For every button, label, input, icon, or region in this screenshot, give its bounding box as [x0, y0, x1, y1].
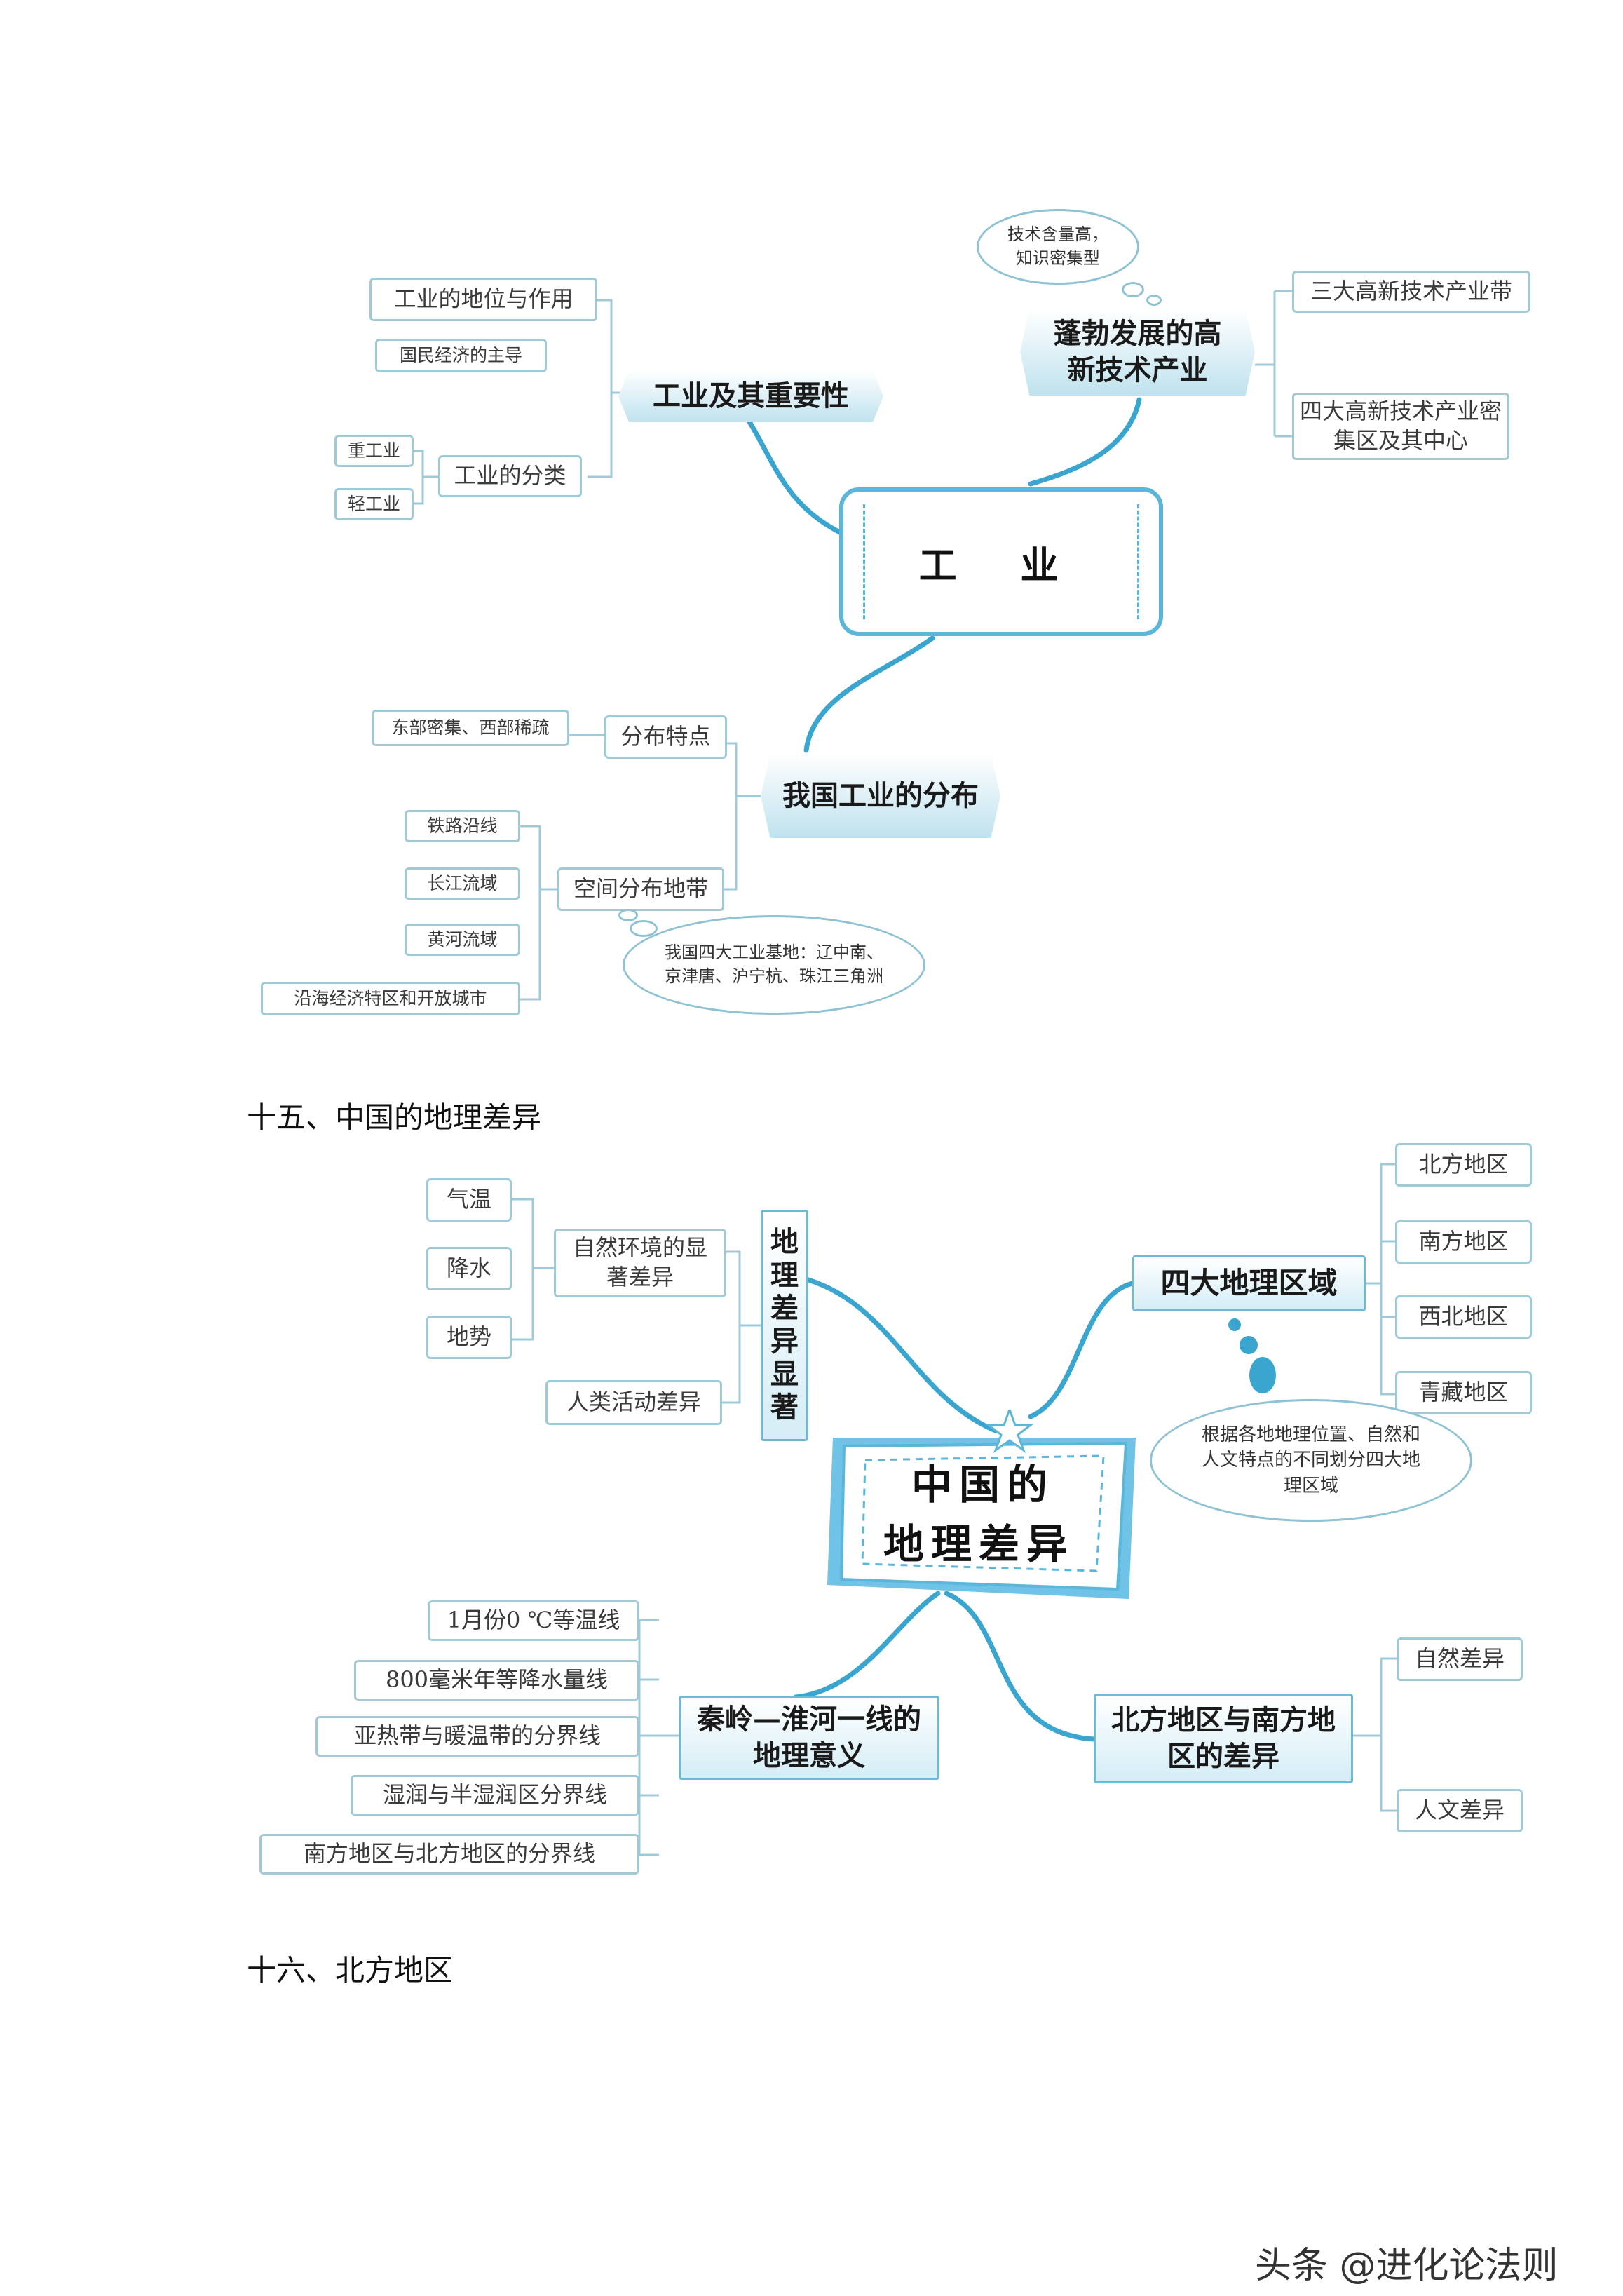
north-south-item-box: 人文差异: [1397, 1789, 1523, 1832]
qinling-item-label: 亚热带与暖温带的分界线: [353, 1722, 601, 1750]
natural-item-box: 降水: [426, 1247, 512, 1290]
hightech-regions-box: 四大高新技术产业密集区及其中心: [1292, 393, 1509, 460]
zone-item: 铁路沿线: [405, 810, 520, 842]
drop-dot-3: [1249, 1357, 1276, 1393]
spatial-zones-label: 空间分布地带: [573, 875, 708, 903]
regions-note-label: 根据各地地理位置、自然和人文特点的不同划分四大地理区域: [1201, 1424, 1420, 1497]
distribution-features-box: 分布特点: [604, 715, 727, 759]
qinling-item-box: 湿润与半湿润区分界线: [351, 1775, 639, 1816]
north-south-item-box: 自然差异: [1397, 1637, 1523, 1681]
heavy-industry-box: 重工业: [334, 435, 414, 467]
region-item-box: 北方地区: [1395, 1143, 1532, 1187]
natural-item-label: 降水: [446, 1255, 491, 1282]
industry-importance-label: 工业及其重要性: [653, 380, 849, 412]
drop-dot-2: [1240, 1336, 1258, 1354]
geo-significant-node: 地理差异显著: [761, 1210, 808, 1441]
section-heading-north-region: 十六、北方地区: [247, 1953, 454, 1987]
regions-note-bubble: 根据各地地理位置、自然和人文特点的不同划分四大地理区域: [1150, 1399, 1472, 1522]
center-line2-label: 地理差异: [883, 1520, 1075, 1568]
north-south-label: 北方地区与南方地区的差异: [1111, 1704, 1336, 1773]
center-line1-label: 中国的: [911, 1461, 1055, 1508]
qinling-item-box: 800毫米年等降水量线: [354, 1660, 639, 1701]
north-south-item-label: 人文差异: [1414, 1797, 1505, 1824]
qinling-label: 秦岭—淮河一线的地理意义: [697, 1703, 921, 1772]
zone-item-label: 铁路沿线: [427, 815, 498, 836]
industry-importance-node: 工业及其重要性: [618, 370, 883, 422]
hightech-label: 蓬勃发展的高新技术产业: [1053, 318, 1222, 386]
zone-item-label: 长江流域: [427, 872, 498, 893]
industry-distribution-node: 我国工业的分布: [761, 754, 1000, 838]
distribution-features-note-label: 东部密集、西部稀疏: [391, 717, 550, 738]
section-heading-geo-differences: 十五、中国的地理差异: [247, 1100, 542, 1135]
zone-item: 长江流域: [405, 867, 520, 900]
human-activity-label: 人类活动差异: [566, 1389, 701, 1416]
light-industry-box: 轻工业: [334, 488, 414, 520]
natural-env-label: 自然环境的显著差异: [572, 1234, 707, 1290]
north-south-item-label: 自然差异: [1414, 1645, 1505, 1673]
natural-item-label: 地势: [446, 1323, 491, 1351]
natural-item-label: 气温: [446, 1186, 491, 1213]
human-activity-box: 人类活动差异: [545, 1380, 722, 1425]
distribution-features-label: 分布特点: [620, 723, 711, 750]
four-regions-node: 四大地理区域: [1132, 1255, 1366, 1311]
zone-item: 沿海经济特区和开放城市: [261, 982, 520, 1015]
qinling-node: 秦岭—淮河一线的地理意义: [679, 1696, 939, 1780]
qinling-item-box: 1月份0 ℃等温线: [428, 1600, 639, 1641]
qinling-item-box: 南方地区与北方地区的分界线: [259, 1834, 639, 1875]
geo-differences-center-node: [827, 1410, 1136, 1599]
hightech-note-bubble: 技术含量高，知识密集型: [977, 209, 1139, 285]
industrial-bases-label: 我国四大工业基地：辽中南、京津唐、沪宁杭、珠江三角洲: [665, 943, 883, 986]
region-item-box: 西北地区: [1395, 1295, 1532, 1339]
natural-item-box: 气温: [426, 1178, 512, 1222]
light-industry-label: 轻工业: [347, 493, 400, 514]
industry-center-label: 工 业: [918, 542, 1084, 588]
industry-classification-label: 工业的分类: [454, 462, 566, 489]
industry-center-node: 工 业: [839, 487, 1163, 636]
thought-dot-1: [1122, 282, 1144, 297]
geo-significant-label: 地理差异显著: [770, 1226, 799, 1424]
status-role-note-label: 国民经济的主导: [399, 344, 522, 365]
hightech-regions-label: 四大高新技术产业密集区及其中心: [1299, 398, 1502, 454]
region-item-box: 南方地区: [1395, 1220, 1532, 1264]
region-item-label: 北方地区: [1418, 1151, 1509, 1178]
drop-dot-1: [1228, 1318, 1241, 1331]
spatial-zones-box: 空间分布地带: [557, 867, 724, 911]
watermark: 头条 @进化论法则: [1255, 2245, 1559, 2287]
zone-item-label: 沿海经济特区和开放城市: [294, 987, 487, 1008]
region-item-box: 青藏地区: [1395, 1371, 1532, 1414]
status-role-label: 工业的地位与作用: [393, 285, 573, 313]
qinling-item-label: 南方地区与北方地区的分界线: [303, 1840, 595, 1868]
qinling-item-label: 湿润与半湿润区分界线: [382, 1781, 607, 1809]
natural-item-box: 地势: [426, 1316, 512, 1359]
region-item-label: 南方地区: [1418, 1228, 1509, 1255]
hightech-belts-label: 三大高新技术产业带: [1310, 278, 1512, 305]
zone-item: 黄河流域: [405, 924, 520, 956]
thought-dot-2: [1146, 295, 1162, 306]
natural-env-box: 自然环境的显著差异: [554, 1229, 726, 1297]
four-regions-label: 四大地理区域: [1160, 1265, 1338, 1300]
zone-item-label: 黄河流域: [427, 928, 498, 950]
hightech-belts-box: 三大高新技术产业带: [1292, 271, 1530, 313]
region-item-label: 青藏地区: [1418, 1379, 1509, 1406]
industry-distribution-label: 我国工业的分布: [782, 780, 979, 812]
qinling-item-label: 800毫米年等降水量线: [385, 1666, 609, 1694]
status-role-note-box: 国民经济的主导: [375, 339, 547, 372]
hightech-node: 蓬勃发展的高新技术产业: [1020, 309, 1255, 396]
qinling-item-label: 1月份0 ℃等温线: [447, 1607, 620, 1634]
industrial-bases-bubble: 我国四大工业基地：辽中南、京津唐、沪宁杭、珠江三角洲: [623, 915, 925, 1015]
region-item-label: 西北地区: [1418, 1303, 1509, 1330]
heavy-industry-label: 重工业: [347, 440, 400, 461]
north-south-node: 北方地区与南方地区的差异: [1094, 1694, 1353, 1783]
qinling-item-box: 亚热带与暖温带的分界线: [315, 1716, 639, 1757]
hightech-note-label: 技术含量高，知识密集型: [1007, 224, 1108, 268]
thought-dot-4: [630, 920, 658, 937]
status-role-box: 工业的地位与作用: [369, 278, 597, 321]
industry-classification-box: 工业的分类: [438, 455, 582, 497]
thought-dot-3: [618, 909, 638, 921]
distribution-features-note-box: 东部密集、西部稀疏: [372, 710, 569, 746]
